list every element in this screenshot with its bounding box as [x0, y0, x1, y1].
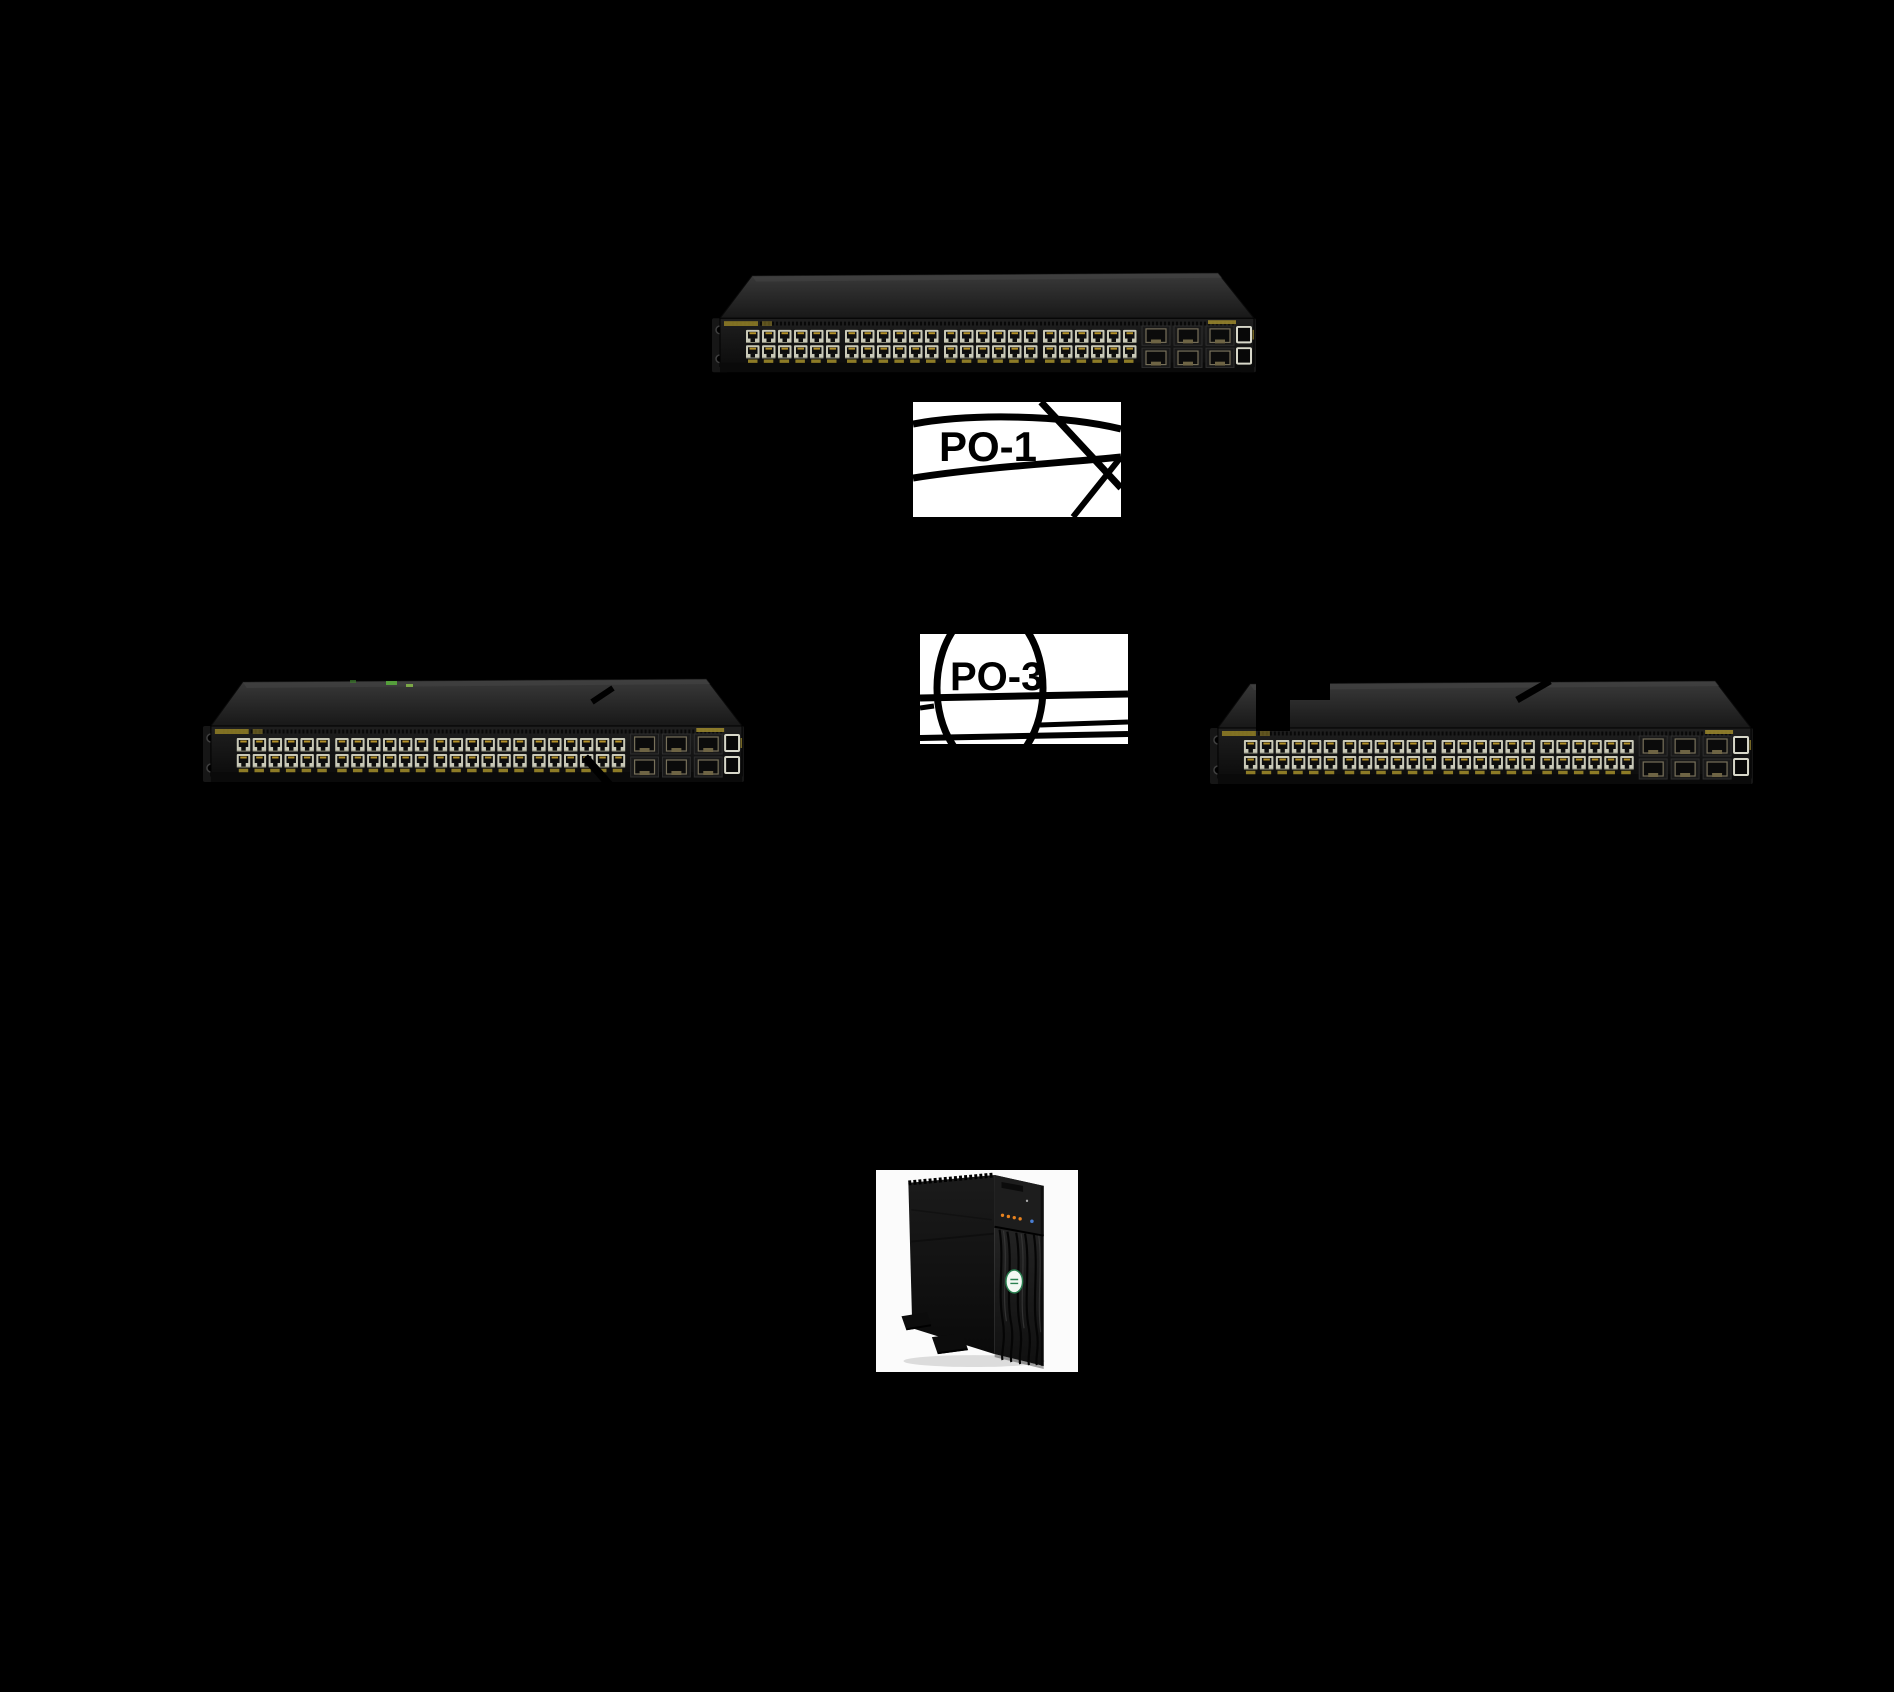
left-switch-image	[197, 678, 750, 790]
po1-crossing-lines-decor	[913, 402, 1121, 517]
right-switch-image	[1204, 680, 1759, 792]
po1-label: PO-1	[939, 423, 1038, 470]
po1-label-box: PO-1	[913, 402, 1121, 517]
rack-switch-icon	[197, 678, 750, 790]
server-image	[876, 1170, 1078, 1372]
po3-label-box: PO-3	[920, 634, 1128, 744]
po3-label: PO-3	[950, 655, 1044, 699]
top-switch-image	[706, 272, 1262, 380]
rack-switch-icon	[706, 272, 1262, 380]
tower-server-icon	[876, 1170, 1078, 1372]
rack-switch-icon	[1204, 680, 1759, 792]
po3-crossing-lines-decor	[920, 634, 1128, 744]
